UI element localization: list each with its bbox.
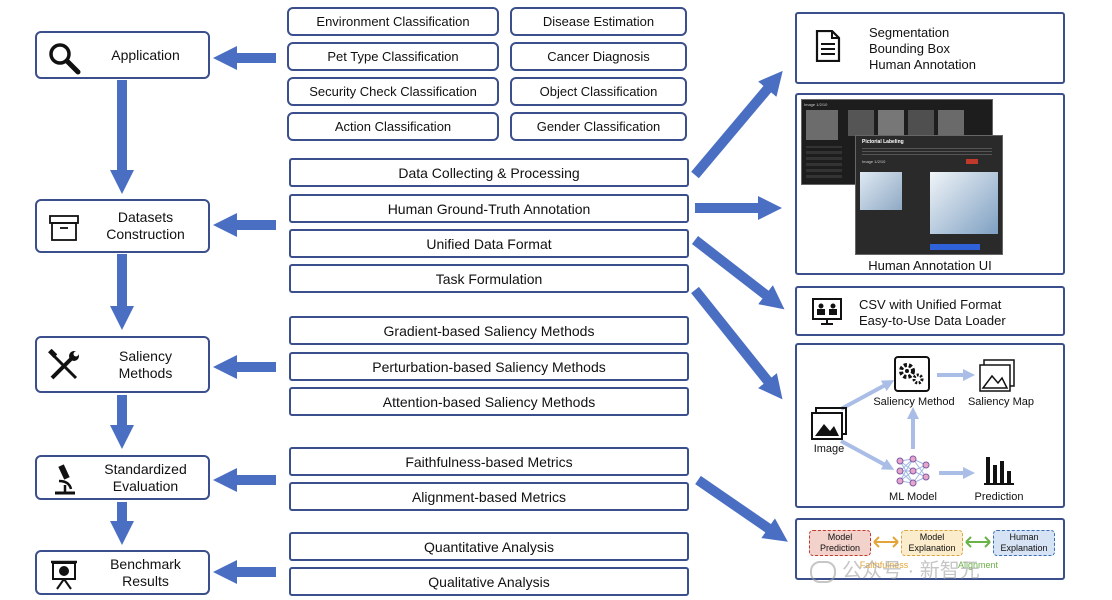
saliency-map-icon bbox=[979, 359, 1015, 392]
stage-label: Saliency Methods bbox=[118, 347, 173, 381]
saliency-method-item: Gradient-based Saliency Methods bbox=[289, 316, 689, 345]
evaluation-panel: Model Prediction Model Explanation Human… bbox=[795, 518, 1065, 580]
dataset-step: Human Ground-Truth Annotation bbox=[289, 194, 689, 223]
monitor-users-icon bbox=[812, 298, 842, 325]
archive-box-icon bbox=[49, 215, 79, 241]
gears-icon bbox=[899, 363, 924, 385]
data-format-panel: CSV with Unified Format Easy-to-Use Data… bbox=[795, 286, 1065, 336]
pipeline-prediction-label: Prediction bbox=[974, 491, 1024, 503]
annotation-type: Human Annotation bbox=[869, 57, 976, 72]
annotation-types-panel: Segmentation Bounding Box Human Annotati… bbox=[795, 12, 1065, 84]
stage-datasets-construction: Datasets Construction bbox=[35, 199, 210, 253]
saliency-method-item: Attention-based Saliency Methods bbox=[289, 387, 689, 416]
data-format-line: Easy-to-Use Data Loader bbox=[859, 313, 1006, 328]
metric-item: Faithfulness-based Metrics bbox=[289, 447, 689, 476]
application-item: Object Classification bbox=[510, 77, 687, 106]
metric-item: Alignment-based Metrics bbox=[289, 482, 689, 511]
ui-sample-image bbox=[860, 172, 902, 210]
pipeline-saliency-method-label: Saliency Method bbox=[873, 396, 955, 408]
application-item: Environment Classification bbox=[287, 7, 499, 36]
application-item: Security Check Classification bbox=[287, 77, 499, 106]
wechat-icon bbox=[810, 560, 836, 583]
ui-thumb bbox=[938, 110, 964, 136]
data-format-line: CSV with Unified Format bbox=[859, 297, 1002, 312]
double-arrow-icon bbox=[873, 536, 899, 548]
pipeline-arrows bbox=[840, 369, 975, 479]
double-arrow-icon bbox=[965, 536, 991, 548]
stage-saliency-methods: Saliency Methods bbox=[35, 336, 210, 393]
stage-label: Application bbox=[111, 46, 180, 63]
pipeline-ml-model-label: ML Model bbox=[889, 491, 937, 503]
stage-label: Standardized Evaluation bbox=[104, 460, 187, 494]
presentation-board-icon bbox=[51, 560, 77, 590]
annotation-ui-panel: Image 1/2/10 Pictorial Labeling Image 1/… bbox=[795, 93, 1065, 275]
neural-network-icon bbox=[896, 455, 930, 487]
application-item: Cancer Diagnosis bbox=[510, 42, 687, 71]
stage-label: Benchmark Results bbox=[110, 555, 181, 589]
annotation-type: Segmentation bbox=[869, 25, 950, 40]
annotation-ui-dialog: Pictorial Labeling Image 1/2/10 bbox=[855, 135, 1003, 255]
stage-label: Datasets Construction bbox=[106, 209, 185, 242]
ui-thumb bbox=[908, 110, 934, 136]
ui-submit-button[interactable] bbox=[930, 244, 980, 250]
alignment-label: Alignment bbox=[957, 560, 999, 570]
bar-chart-icon bbox=[984, 457, 1014, 485]
application-item: Action Classification bbox=[287, 112, 499, 141]
pipeline-image-label: Image bbox=[813, 443, 845, 455]
watermark-text: 公众号 · 新智元 bbox=[842, 560, 980, 582]
microscope-icon bbox=[55, 464, 75, 495]
application-item: Disease Estimation bbox=[510, 7, 687, 36]
ui-text-block bbox=[806, 146, 842, 178]
model-explanation-chip: Model Explanation bbox=[901, 530, 963, 556]
ui-thumb bbox=[848, 110, 874, 136]
magnifier-icon bbox=[49, 43, 81, 75]
annotation-ui-caption: Human Annotation UI bbox=[868, 258, 992, 273]
ui-annotation-canvas[interactable] bbox=[930, 172, 998, 234]
application-item: Pet Type Classification bbox=[287, 42, 499, 71]
ui-dialog-title: Pictorial Labeling bbox=[862, 139, 904, 145]
dataset-step: Task Formulation bbox=[289, 264, 689, 293]
ui-thumb bbox=[806, 110, 838, 140]
dataset-step: Data Collecting & Processing bbox=[289, 158, 689, 187]
image-icon bbox=[811, 407, 847, 440]
ui-counter-right: Image 1/2/10 bbox=[862, 159, 886, 164]
stage-benchmark-results: Benchmark Results bbox=[35, 550, 210, 595]
pipeline-saliency-map-label: Saliency Map bbox=[967, 396, 1035, 408]
analysis-item: Qualitative Analysis bbox=[289, 567, 689, 596]
saliency-method-node bbox=[894, 356, 930, 392]
model-prediction-chip: Model Prediction bbox=[809, 530, 871, 556]
ui-reset-button[interactable] bbox=[966, 159, 978, 164]
ui-counter-left: Image 1/2/10 bbox=[804, 102, 828, 107]
application-item: Gender Classification bbox=[510, 112, 687, 141]
ui-thumb bbox=[878, 110, 904, 136]
watermark: 公众号 · 新智元 bbox=[810, 554, 980, 583]
document-icon bbox=[815, 30, 841, 62]
dataset-step: Unified Data Format bbox=[289, 229, 689, 258]
human-explanation-chip: Human Explanation bbox=[993, 530, 1055, 556]
annotation-type: Bounding Box bbox=[869, 41, 950, 56]
faithfulness-label: Faithfulness bbox=[859, 560, 909, 570]
pipeline-panel: Image Saliency Method Saliency Map ML Mo… bbox=[795, 343, 1065, 508]
analysis-item: Quantitative Analysis bbox=[289, 532, 689, 561]
saliency-method-item: Perturbation-based Saliency Methods bbox=[289, 352, 689, 381]
stage-application: Application bbox=[35, 31, 210, 79]
wrench-screwdriver-icon bbox=[48, 349, 79, 380]
ui-instructions bbox=[862, 147, 992, 155]
stage-standardized-evaluation: Standardized Evaluation bbox=[35, 455, 210, 500]
